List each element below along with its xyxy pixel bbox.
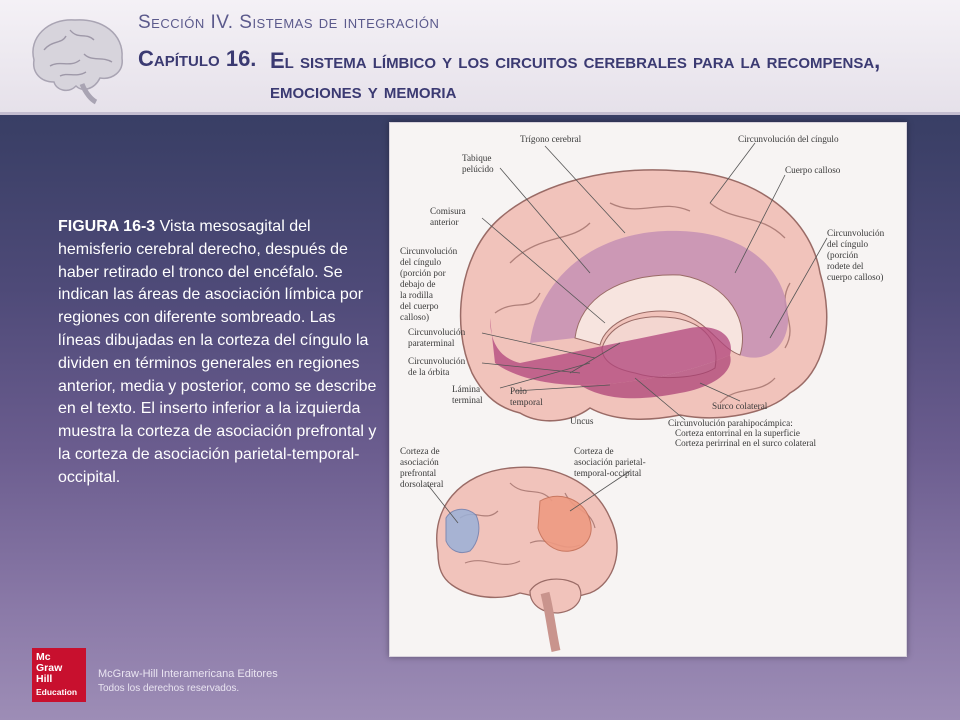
brainstem	[540, 591, 561, 652]
temporal-limbic-region	[580, 355, 731, 399]
label-tabique-2: pelúcido	[462, 164, 494, 174]
logo-line: Graw	[36, 662, 63, 674]
label-rodilla-6: calloso)	[400, 312, 429, 322]
label-prefrontal-2: prefrontal	[400, 468, 437, 478]
label-comisura-2: anterior	[430, 217, 459, 227]
label-cuerpo-calloso: Cuerpo calloso	[785, 165, 841, 175]
label-surco-colateral: Surco colateral	[712, 401, 768, 411]
label-rodete-0: Circunvolución	[827, 228, 885, 238]
label-comisura-1: Comisura	[430, 206, 466, 216]
chapter-number: Capítulo 16.	[138, 46, 257, 71]
parietal-temporal-occipital-region	[537, 496, 592, 552]
label-lamina-1: Lámina	[452, 384, 480, 394]
brain-logo-icon	[32, 19, 123, 105]
label-rodilla-1: del cíngulo	[400, 257, 441, 267]
label-rodilla-2: (porción por	[400, 268, 446, 278]
parahippocampal-region	[490, 318, 731, 385]
label-uncus: Uncus	[570, 416, 594, 426]
label-circ-cingulo: Circunvolución del cíngulo	[738, 134, 839, 144]
label-lamina-2: terminal	[452, 395, 483, 405]
brain-illustration: Trígono cerebral Circunvolución del cíng…	[400, 134, 885, 652]
figure-caption: FIGURA 16-3 Vista mesosagital del hemisf…	[58, 216, 378, 490]
label-prefrontal-1: asociación	[400, 457, 439, 467]
label-orbita-2: de la órbita	[408, 367, 449, 377]
logo-line: Education	[36, 687, 78, 697]
label-rodilla-5: del cuerpo	[400, 301, 439, 311]
label-trigono: Trígono cerebral	[520, 134, 582, 144]
caption-text: Vista mesosagital del hemisferio cerebra…	[58, 218, 377, 486]
label-tabique-1: Tabique	[462, 153, 491, 163]
label-parahipocampica-1: Circunvolución parahipocámpica:	[668, 418, 793, 428]
rights-text: Todos los derechos reservados.	[98, 683, 240, 694]
label-rodete-2: (porción	[827, 250, 859, 260]
logo-line: Hill	[36, 673, 53, 685]
label-parahipocampica-2: Corteza entorrinal en la superficie	[675, 428, 800, 438]
label-rodete-3: rodete del	[827, 261, 864, 271]
publisher-text: McGraw-Hill Interamericana Editores	[98, 668, 278, 680]
label-rodilla-4: la rodilla	[400, 290, 433, 300]
brain-figure: Trígono cerebral Circunvolución del cíng…	[389, 122, 907, 657]
corpus-callosum	[574, 274, 743, 356]
label-rodete-4: cuerpo calloso)	[827, 272, 883, 282]
label-prefrontal-3: dorsolateral	[400, 479, 444, 489]
cingulate-region	[530, 230, 789, 358]
label-paraterminal-2: paraterminal	[408, 338, 455, 348]
prefrontal-region	[445, 508, 480, 554]
label-polo-2: temporal	[510, 397, 543, 407]
label-parahipocampica-3: Corteza perirrinal en el surco colateral	[675, 438, 817, 448]
label-polo-1: Polo	[510, 386, 527, 396]
label-parietal-2: temporal-occipital	[574, 468, 642, 478]
cerebellum	[529, 578, 582, 614]
label-orbita-1: Circunvolución	[408, 356, 466, 366]
label-parietal-1: asociación parietal-	[574, 457, 646, 467]
section-title: Sección IV. Sistemas de integración	[138, 12, 440, 33]
chapter-title: El sistema límbico y los circuitos cereb…	[270, 48, 881, 103]
logo-line: Mc	[36, 651, 51, 663]
label-prefrontal-0: Corteza de	[400, 446, 440, 456]
label-paraterminal-1: Circunvolución	[408, 327, 466, 337]
label-rodilla-3: debajo de	[400, 279, 435, 289]
mcgraw-hill-logo: Mc Graw Hill Education	[32, 648, 86, 702]
label-parietal-0: Corteza de	[574, 446, 614, 456]
slide-header: Sección IV. Sistemas de integración Capí…	[0, 0, 960, 115]
label-rodilla-0: Circunvolución	[400, 246, 458, 256]
figure-label: FIGURA 16-3	[58, 218, 156, 235]
label-rodete-1: del cíngulo	[827, 239, 868, 249]
